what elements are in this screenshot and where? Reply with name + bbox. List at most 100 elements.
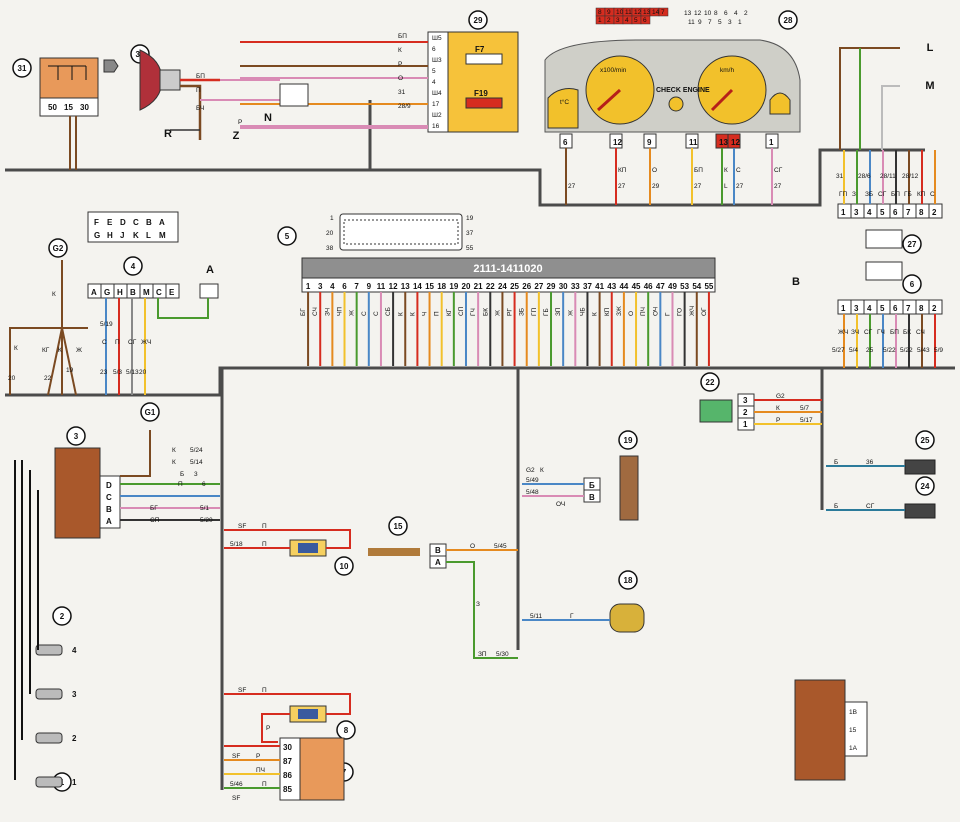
callout-circle	[336, 720, 356, 740]
ignition-switch: 50 15 30	[39, 57, 119, 117]
callout-circle	[618, 430, 638, 450]
wire-label: 36	[866, 459, 874, 466]
c6l-wire-label: БП	[890, 329, 899, 336]
callout-circle	[700, 372, 720, 392]
temp-gauge-label: t°C	[560, 98, 569, 106]
spark-plug-number: 4	[72, 646, 77, 655]
cluster-wire-num: 27	[568, 183, 576, 190]
ecu-pin-label: 11	[377, 282, 386, 291]
relay-pin: 87	[283, 757, 292, 766]
ecu-pin-label: 49	[668, 282, 677, 291]
callout-label: 10	[340, 562, 349, 571]
ecu-wire-label: ГО	[677, 308, 684, 316]
spark-plug-number: 1	[72, 778, 77, 787]
ecu-wire-label: ЗЖ	[616, 306, 623, 316]
ignition-pin: 50	[48, 103, 57, 112]
ecu-pin-label: 13	[401, 282, 410, 291]
c28-pin: 10	[704, 10, 712, 17]
c4-pin: G	[104, 288, 110, 297]
cluster-wire-num: 27	[618, 183, 626, 190]
fusebox-wire-label: Р	[398, 61, 402, 68]
ecu-pin-label: 44	[619, 282, 628, 291]
fusebox-wire-label: 31	[398, 89, 406, 96]
ignition-lock	[139, 49, 220, 140]
callout-circle	[388, 516, 408, 536]
ecu-wire-label: РГ	[507, 308, 514, 316]
ecu-wire-label: Ж	[567, 310, 574, 316]
fuse-label: F7	[475, 45, 485, 54]
coil-wire-label: К	[172, 459, 176, 466]
callout-circle	[468, 10, 488, 30]
fusebox-wire-label: БП	[398, 33, 407, 40]
c4-cell	[165, 283, 180, 299]
relay-pin: 30	[283, 743, 292, 752]
ecu-pin-label: 37	[583, 282, 592, 291]
cluster-wire-num: 29	[652, 183, 660, 190]
layout-box	[87, 211, 179, 243]
c4-num: 5/3	[113, 369, 122, 376]
cluster-wire-label: КП	[618, 167, 627, 174]
coil-num: 5/24	[190, 447, 203, 454]
ecu-wire-label: ЗЧ	[324, 308, 331, 316]
c28-pin: 5	[718, 19, 722, 26]
c28-pin: 11	[688, 19, 695, 26]
c6-num: 28/12	[902, 173, 919, 180]
c6l-pin: 6	[893, 304, 898, 313]
c28-pin: 6	[643, 17, 647, 24]
c28-pin: 3	[728, 19, 732, 26]
callout-circle	[140, 402, 160, 422]
ecu-wire-label: ЧП	[337, 307, 344, 316]
ecu-pin-label: 46	[644, 282, 653, 291]
ecu-pin-label: 29	[547, 282, 556, 291]
check-engine-label: CHECK ENGINE	[656, 87, 710, 94]
speedo-label: km/h	[720, 67, 734, 74]
callout-circle	[12, 58, 32, 78]
c6l-num: 5/22	[900, 347, 913, 354]
ecu-pin-label: 24	[498, 282, 507, 291]
plug-pin-label: 1	[330, 215, 334, 222]
ecu-pin-label: 33	[571, 282, 580, 291]
spark-plug-icon	[35, 644, 63, 656]
callout-label: 24	[921, 482, 930, 491]
lock-wire-label: БП	[196, 73, 205, 80]
layout-pin: G	[94, 231, 100, 240]
fusebox-pin: Ш2	[432, 112, 442, 119]
coil-pin: B	[106, 505, 112, 514]
s15-wire-label: 5/30	[496, 651, 509, 658]
ecu-pin-label: 54	[692, 282, 701, 291]
connector-27-shape	[865, 229, 903, 249]
c4-wire-label: СГ	[128, 339, 137, 346]
ecu-wire-label: БГ	[300, 308, 307, 316]
coil-pin: D	[106, 481, 112, 490]
callout-circle	[915, 430, 935, 450]
ignition-wires	[69, 116, 77, 170]
c6l-pin: 2	[932, 304, 937, 313]
c4-num: 23	[100, 369, 108, 376]
c6l-pin: 8	[919, 304, 924, 313]
fusebox-pin: 6	[432, 46, 436, 53]
wire-label: П	[262, 523, 267, 530]
s22-pin: 3	[743, 396, 748, 405]
ecu-pin-label: 4	[330, 282, 335, 291]
c6l-pin: 5	[880, 304, 885, 313]
s19-wire-label: 5/48	[526, 489, 539, 496]
lock-wire-label: П	[196, 87, 201, 94]
s15-wire-label: О	[470, 543, 475, 550]
ecu-pin-label: 19	[449, 282, 458, 291]
c4-wire-label: ЖЧ	[141, 339, 151, 346]
s15-wire	[446, 561, 518, 659]
callout-label: 2	[60, 612, 65, 621]
lock-wire-label: Р	[238, 119, 242, 126]
callout-label: 5	[285, 232, 290, 241]
wire-label: 5/11	[530, 613, 543, 620]
c28-pin: 5	[634, 17, 638, 24]
fusebox-pin: Ш5	[432, 35, 442, 42]
fusebox-pin: 4	[432, 79, 436, 86]
coil-pin: C	[106, 493, 112, 502]
